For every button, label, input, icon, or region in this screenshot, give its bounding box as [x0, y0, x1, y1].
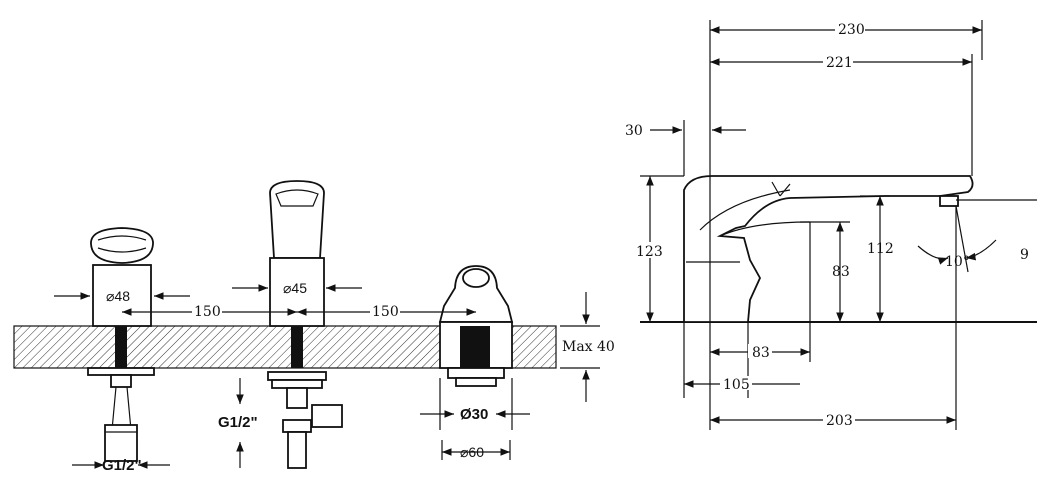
spout-height-label: 112	[867, 241, 894, 257]
base-width-label: 83	[752, 345, 770, 361]
body-width-label: 105	[723, 377, 750, 393]
reach-length-label: 221	[826, 55, 853, 71]
outlet-reach-label: 203	[826, 413, 853, 429]
spacing-left-label: 150	[194, 304, 221, 320]
hole-diameter-label: Ø30	[460, 406, 488, 423]
spacing-right-label: 150	[372, 304, 399, 320]
angle-label: 10°	[945, 254, 970, 270]
left-thread-label: G1/2"	[102, 457, 142, 474]
side-view: 230 221 30 123 112 83 10° 9 83 105	[625, 20, 1037, 430]
side-faucet-body	[683, 175, 974, 323]
left-handle	[87, 227, 155, 462]
left-diameter-label: ⌀48	[106, 288, 130, 304]
angle-note-label: 9	[1020, 247, 1029, 263]
total-length-label: 230	[838, 22, 865, 38]
offset-label: 30	[625, 123, 643, 139]
total-height-label: 123	[636, 244, 663, 260]
center-spout	[267, 180, 343, 469]
spout-diameter-label: ⌀45	[283, 280, 307, 296]
front-view: ⌀48 ⌀45 150 150 Max 40 G1/2" G1/2" Ø30 ⌀…	[13, 180, 615, 474]
max-thickness-label: Max 40	[562, 339, 615, 355]
base-diameter-label: ⌀60	[460, 444, 484, 460]
right-handle	[438, 265, 514, 387]
center-thread-label: G1/2"	[218, 414, 258, 431]
outlet-height-label: 83	[832, 264, 850, 280]
